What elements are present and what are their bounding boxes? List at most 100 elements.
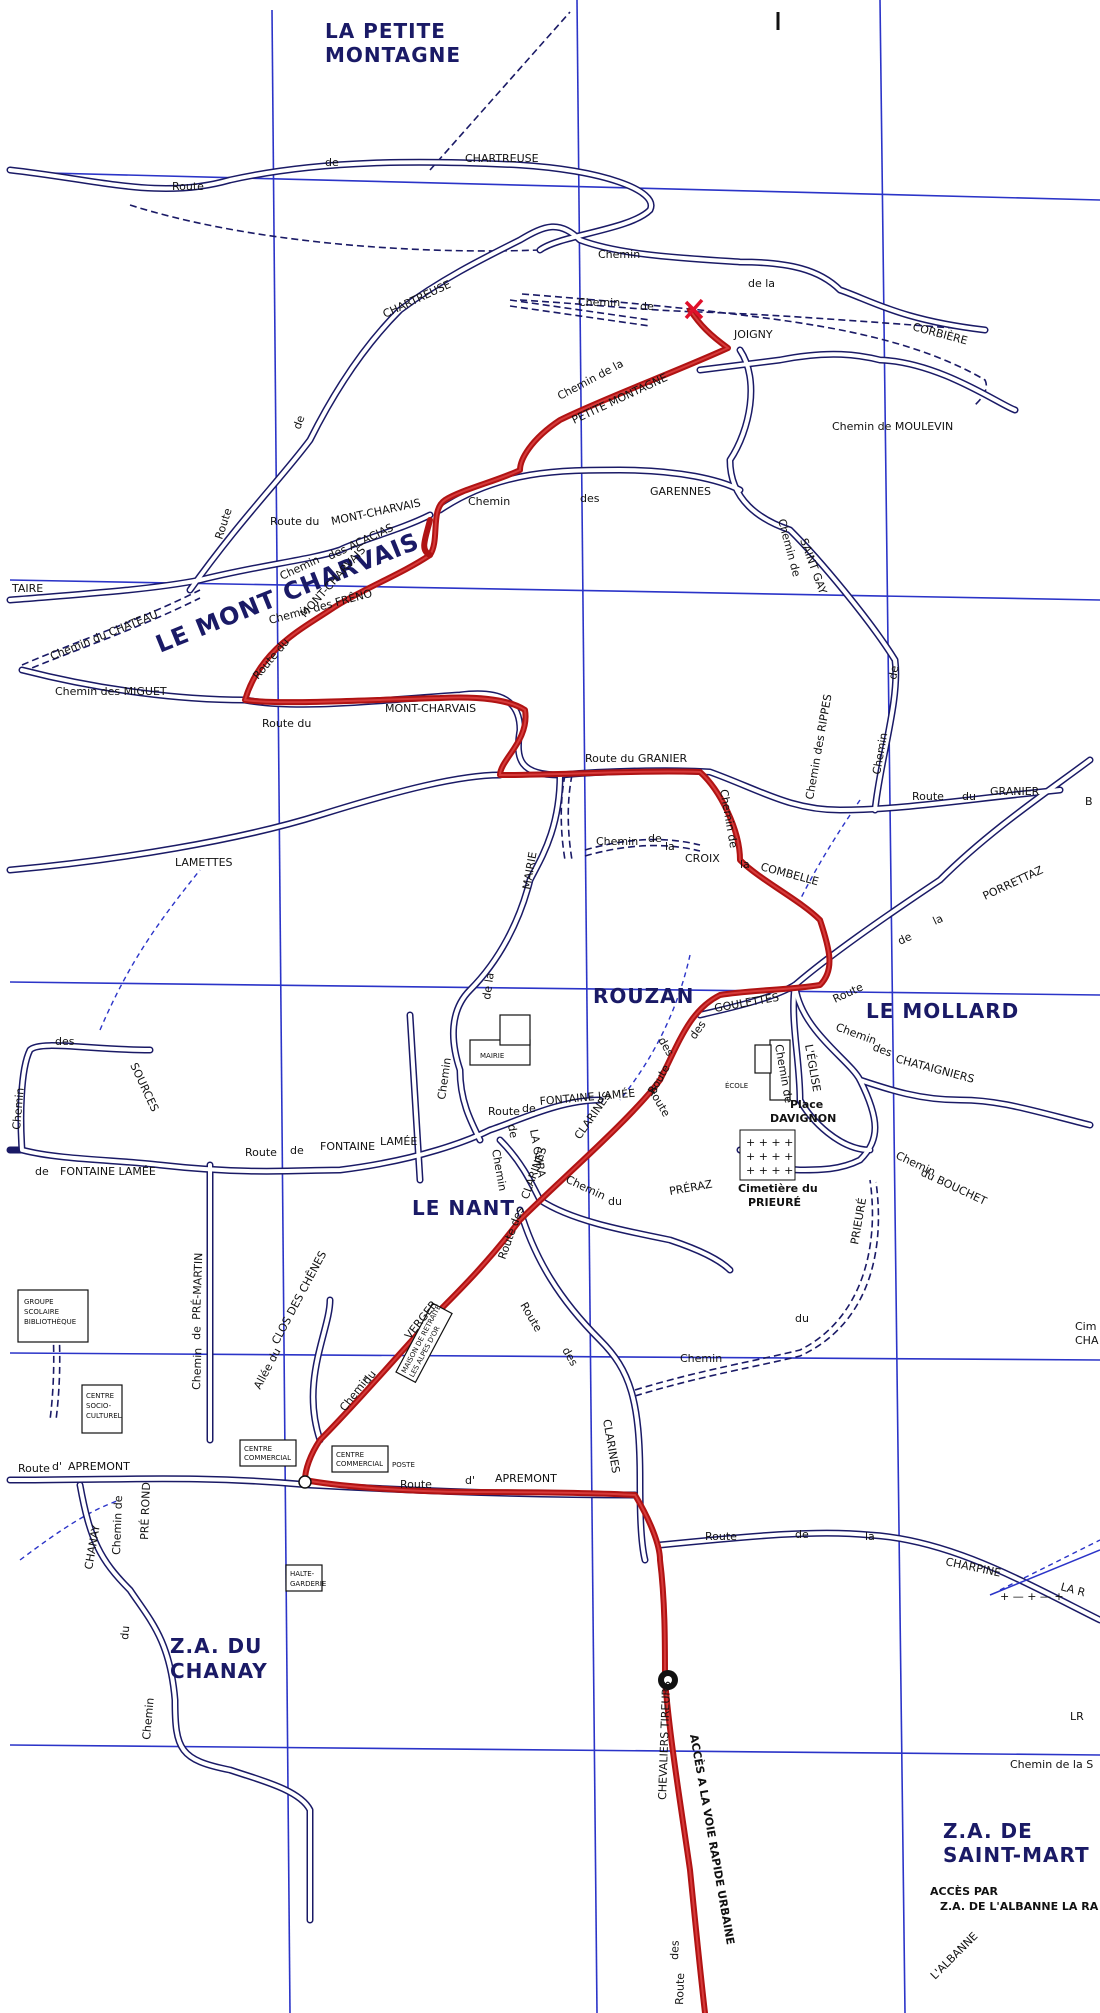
label-chartreuse-left-2: de [291, 413, 308, 431]
groupe-scolaire-line3: BIBLIOTHÈQUE [24, 1317, 76, 1326]
label-sources-2: SOURCES [127, 1061, 161, 1114]
halte-garderie-line1: HALTE- [290, 1570, 315, 1578]
label-bouchet-2: du BOUCHET [919, 1166, 989, 1208]
place-le-mollard: LE MOLLARD [866, 999, 1019, 1023]
label-clarines-1: Route [645, 1085, 672, 1119]
label-croix-1: Chemin [596, 835, 638, 848]
label-l-albanne: L'ALBANNE [928, 1930, 981, 1983]
label-cim-right-2: CHA [1075, 1334, 1099, 1347]
svg-text:+ + + +: + + + + [746, 1136, 793, 1149]
label-porrettaz-3: la [931, 912, 945, 928]
label-croix-2: de [648, 832, 662, 845]
label-route-chartreuse-1: Route [172, 180, 204, 193]
label-lr: LR [1070, 1710, 1084, 1723]
label-place-davignon-2: DAVIGNON [770, 1112, 836, 1125]
centre-socio-line3: CULTUREL [86, 1412, 122, 1420]
label-chevaliers-2: des [668, 1940, 682, 1960]
label-granier-east-3: GRANIER [990, 785, 1040, 798]
label-de: de [886, 664, 901, 680]
label-apremont-1: Route [400, 1478, 432, 1491]
label-mont-charvais-1a: Route du [270, 515, 319, 528]
label-clarines3-1: Route [517, 1300, 544, 1334]
label-joigny-3: JOIGNY [733, 328, 773, 341]
label-pre-martin-3: PRÉ-MARTIN [190, 1252, 205, 1320]
label-prieure-1: Chemin [680, 1352, 722, 1365]
railway: + — + — + [989, 1549, 1100, 1603]
label-preraz-1: Chemin [564, 1173, 608, 1203]
label-pre-martin-2: de [190, 1326, 203, 1340]
buildings: MAIRIE ÉCOLE GROUPE SCOLAIRE BIBLIOTHÈQU… [17, 1014, 791, 1592]
label-fontaine-left-2: FONTAINE LAMÉE [60, 1165, 156, 1178]
label-chataigniers-3: CHATAIGNIERS [894, 1052, 975, 1085]
label-cimetiere-1: Cimetière du [738, 1182, 818, 1195]
centre-commercial-2-line2: COMMERCIAL [336, 1460, 383, 1468]
label-charpine-1: Route [705, 1530, 737, 1543]
label-fontaine-left-1: de [35, 1165, 49, 1178]
cemetery-icon: + + + + + + + + + + + + [739, 1129, 796, 1181]
place-la-petite-montagne-line1: LA PETITE [325, 19, 446, 43]
label-prieure-2: du [795, 1312, 809, 1325]
label-fontaine-3: FONTAINE [320, 1140, 375, 1153]
centre-socio-line2: SOCIO- [86, 1402, 112, 1410]
label-clos-chenes-1: Allée du [251, 1346, 283, 1392]
label-place-davignon-1: Place [790, 1098, 823, 1111]
place-za-du-chanay-line1: Z.A. DU [170, 1634, 262, 1658]
svg-text:+ + + +: + + + + [746, 1164, 793, 1177]
svg-text:+ + + +: + + + + [746, 1150, 793, 1163]
label-porrettaz-2: de [896, 930, 914, 948]
centre-commercial-1-box [239, 1439, 297, 1467]
label-acces-par-2: Z.A. DE L'ALBANNE LA RA [940, 1900, 1099, 1913]
label-clos-chenes-2: CLOS DES CHÊNES [269, 1249, 329, 1347]
label-chevaliers-1: Route [673, 1973, 687, 2006]
label-clarines3-2: des [559, 1345, 580, 1369]
label-chataigniers-1: Chemin [834, 1021, 878, 1048]
label-prieure-3: PRIEURÉ [848, 1197, 869, 1246]
label-preraz-2: du [608, 1195, 622, 1208]
label-chanay-path-1: du [118, 1625, 132, 1640]
groupe-scolaire-line2: SCOLAIRE [24, 1308, 59, 1316]
label-garennes-1: Chemin [468, 495, 510, 508]
label-apremont-2: d' [465, 1474, 475, 1487]
label-la-r: LA R [1059, 1580, 1087, 1599]
label-mont-charvais-3b: MONT-CHARVAIS [385, 702, 476, 715]
label-chanay-path-2: Chemin [140, 1697, 157, 1740]
place-za-du-chanay-line2: CHANAY [170, 1659, 268, 1683]
start-marker-icon [684, 298, 704, 320]
label-chataigniers-2: des [871, 1041, 894, 1060]
label-b: B [1085, 795, 1093, 808]
label-apremont-left-1: Route [18, 1462, 50, 1475]
label-apremont-left-2: d' [52, 1460, 62, 1473]
label-mairie-path-2: de la [480, 972, 497, 1001]
label-chateau: Chemin du CHATEAU [48, 608, 159, 663]
label-chemin-de-la-s: Chemin de la S [1010, 1758, 1093, 1771]
label-granier-east-1: Route [912, 790, 944, 803]
label-clarines3-3: CLARINES [600, 1418, 622, 1474]
label-pre-martin-1: Chemin [190, 1347, 204, 1390]
label-granier: Route du GRANIER [585, 752, 688, 765]
centre-commercial-1-line2: COMMERCIAL [244, 1454, 291, 1462]
label-granier-east-2: du [962, 790, 976, 803]
label-saint-gay-1: Chemin de [775, 517, 803, 578]
label-apremont-left-3: APREMONT [68, 1460, 130, 1473]
label-garennes-3: GARENNES [650, 485, 711, 498]
mairie-label: MAIRIE [480, 1052, 504, 1060]
place-za-de-saint-martin-line1: Z.A. DE [943, 1819, 1033, 1843]
label-gura-1: Chemin [489, 1148, 509, 1192]
label-apremont-3: APREMONT [495, 1472, 557, 1485]
label-porrettaz-4: PORRETTAZ [981, 863, 1046, 902]
label-cimetiere-2: PRIEURÉ [748, 1196, 801, 1209]
label-gura-2: de [505, 1123, 520, 1139]
place-za-de-saint-martin-line2: SAINT-MART [943, 1843, 1090, 1867]
roundabout-icon [298, 1475, 678, 1690]
highlighted-route [242, 307, 833, 2013]
ecole-label: ÉCOLE [725, 1081, 748, 1090]
label-rippes: Chemin des RIPPES [803, 693, 834, 800]
centre-commercial-2-box [331, 1445, 389, 1473]
label-joigny-2: de [640, 300, 654, 313]
label-croix-3: la [665, 840, 675, 853]
label-acces-par-1: ACCÈS PAR [930, 1885, 998, 1898]
label-sources-1: des [55, 1035, 75, 1048]
poste-label: POSTE [392, 1461, 415, 1469]
